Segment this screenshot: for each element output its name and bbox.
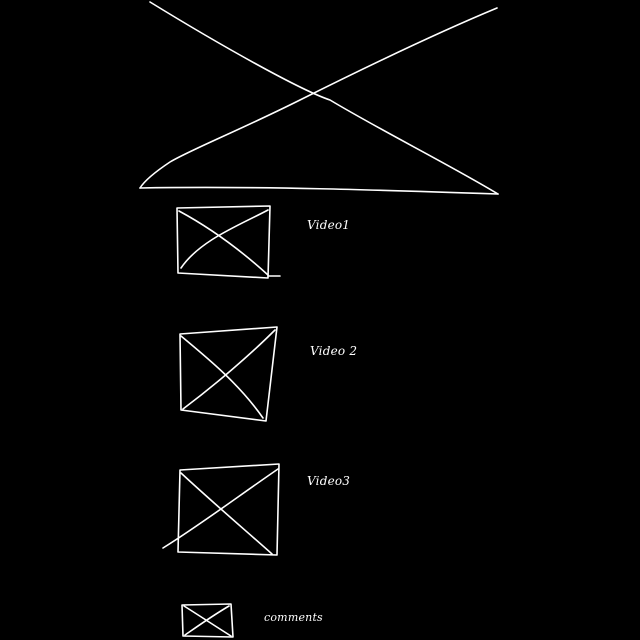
video-3-label[interactable]: Video3 [307, 474, 351, 488]
video-2-label[interactable]: Video 2 [310, 344, 358, 358]
video-2-thumbnail[interactable] [178, 325, 280, 423]
main-video-baseline [139, 186, 499, 195]
video-3-thumbnail[interactable] [162, 462, 281, 557]
video-1-label[interactable]: Video1 [307, 218, 351, 232]
main-video-cross-line-1 [149, 1, 499, 195]
comments-label[interactable]: comments [264, 611, 323, 624]
comments-thumbnail[interactable] [180, 602, 236, 639]
main-video-cross-line-2 [139, 7, 498, 189]
video-1-thumbnail[interactable] [175, 204, 283, 280]
main-video-player[interactable] [140, 0, 500, 196]
